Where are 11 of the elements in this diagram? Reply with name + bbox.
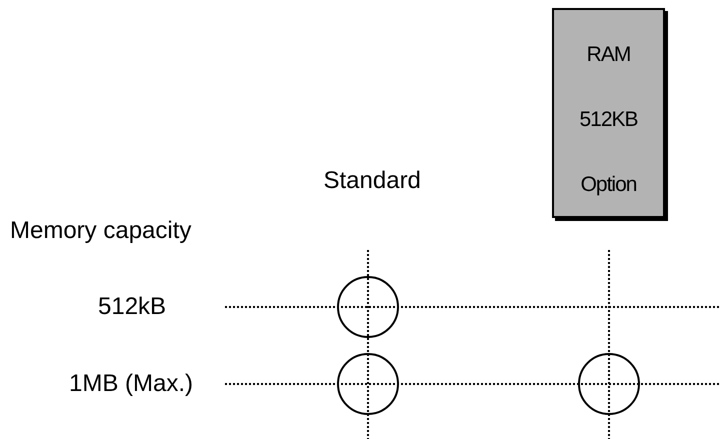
row-label: 512kB	[98, 295, 166, 319]
row-label: 1MB (Max.)	[69, 372, 194, 396]
axis-heading: Memory capacity	[10, 219, 192, 243]
box-text: 512KB	[579, 109, 638, 130]
availability-circle	[337, 353, 399, 415]
column-heading: Standard	[324, 169, 421, 193]
option-box	[552, 8, 665, 218]
box-text: Option	[580, 174, 636, 195]
box-text: RAM	[586, 44, 630, 65]
availability-circle	[578, 353, 640, 415]
availability-circle	[337, 276, 399, 338]
